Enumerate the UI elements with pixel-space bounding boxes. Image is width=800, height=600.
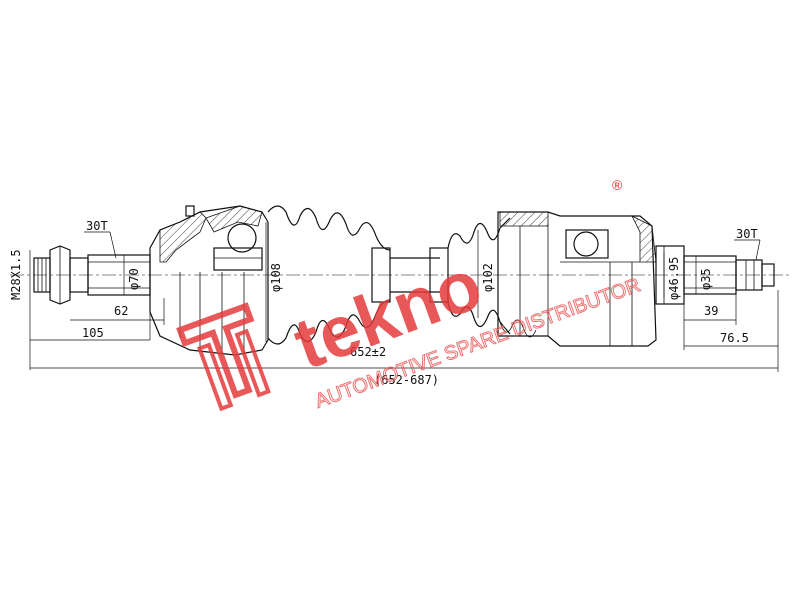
overall-length-label: 652±2 [350, 345, 386, 359]
right-shaft-diameter-label: φ35 [699, 268, 713, 290]
left-spline-length-label: 62 [114, 304, 128, 318]
outer-boot [267, 205, 391, 345]
right-spline-teeth-label: 30T [736, 227, 758, 241]
right-spline-length-label: 39 [704, 304, 718, 318]
inner-boot [447, 217, 537, 338]
left-overall-length-label: 105 [82, 326, 104, 340]
dimensions [29, 222, 779, 372]
inner-seal-diameter-label: φ46.95 [667, 257, 681, 300]
right-overall-length-label: 76.5 [720, 331, 749, 345]
left-spline-teeth-label: 30T [86, 219, 108, 233]
outer-joint-diameter-label: φ108 [269, 263, 283, 292]
center-shaft [371, 247, 449, 303]
left-shaft-diameter-label: φ70 [127, 268, 141, 290]
length-range-label: (652-687) [374, 373, 439, 387]
watermark-registered: ® [612, 177, 623, 193]
inner-boot-diameter-label: φ102 [481, 263, 495, 292]
inner-tripod-joint [497, 211, 657, 347]
left-thread-label: M28X1.5 [9, 249, 23, 300]
brand-logo-icon [176, 302, 271, 412]
